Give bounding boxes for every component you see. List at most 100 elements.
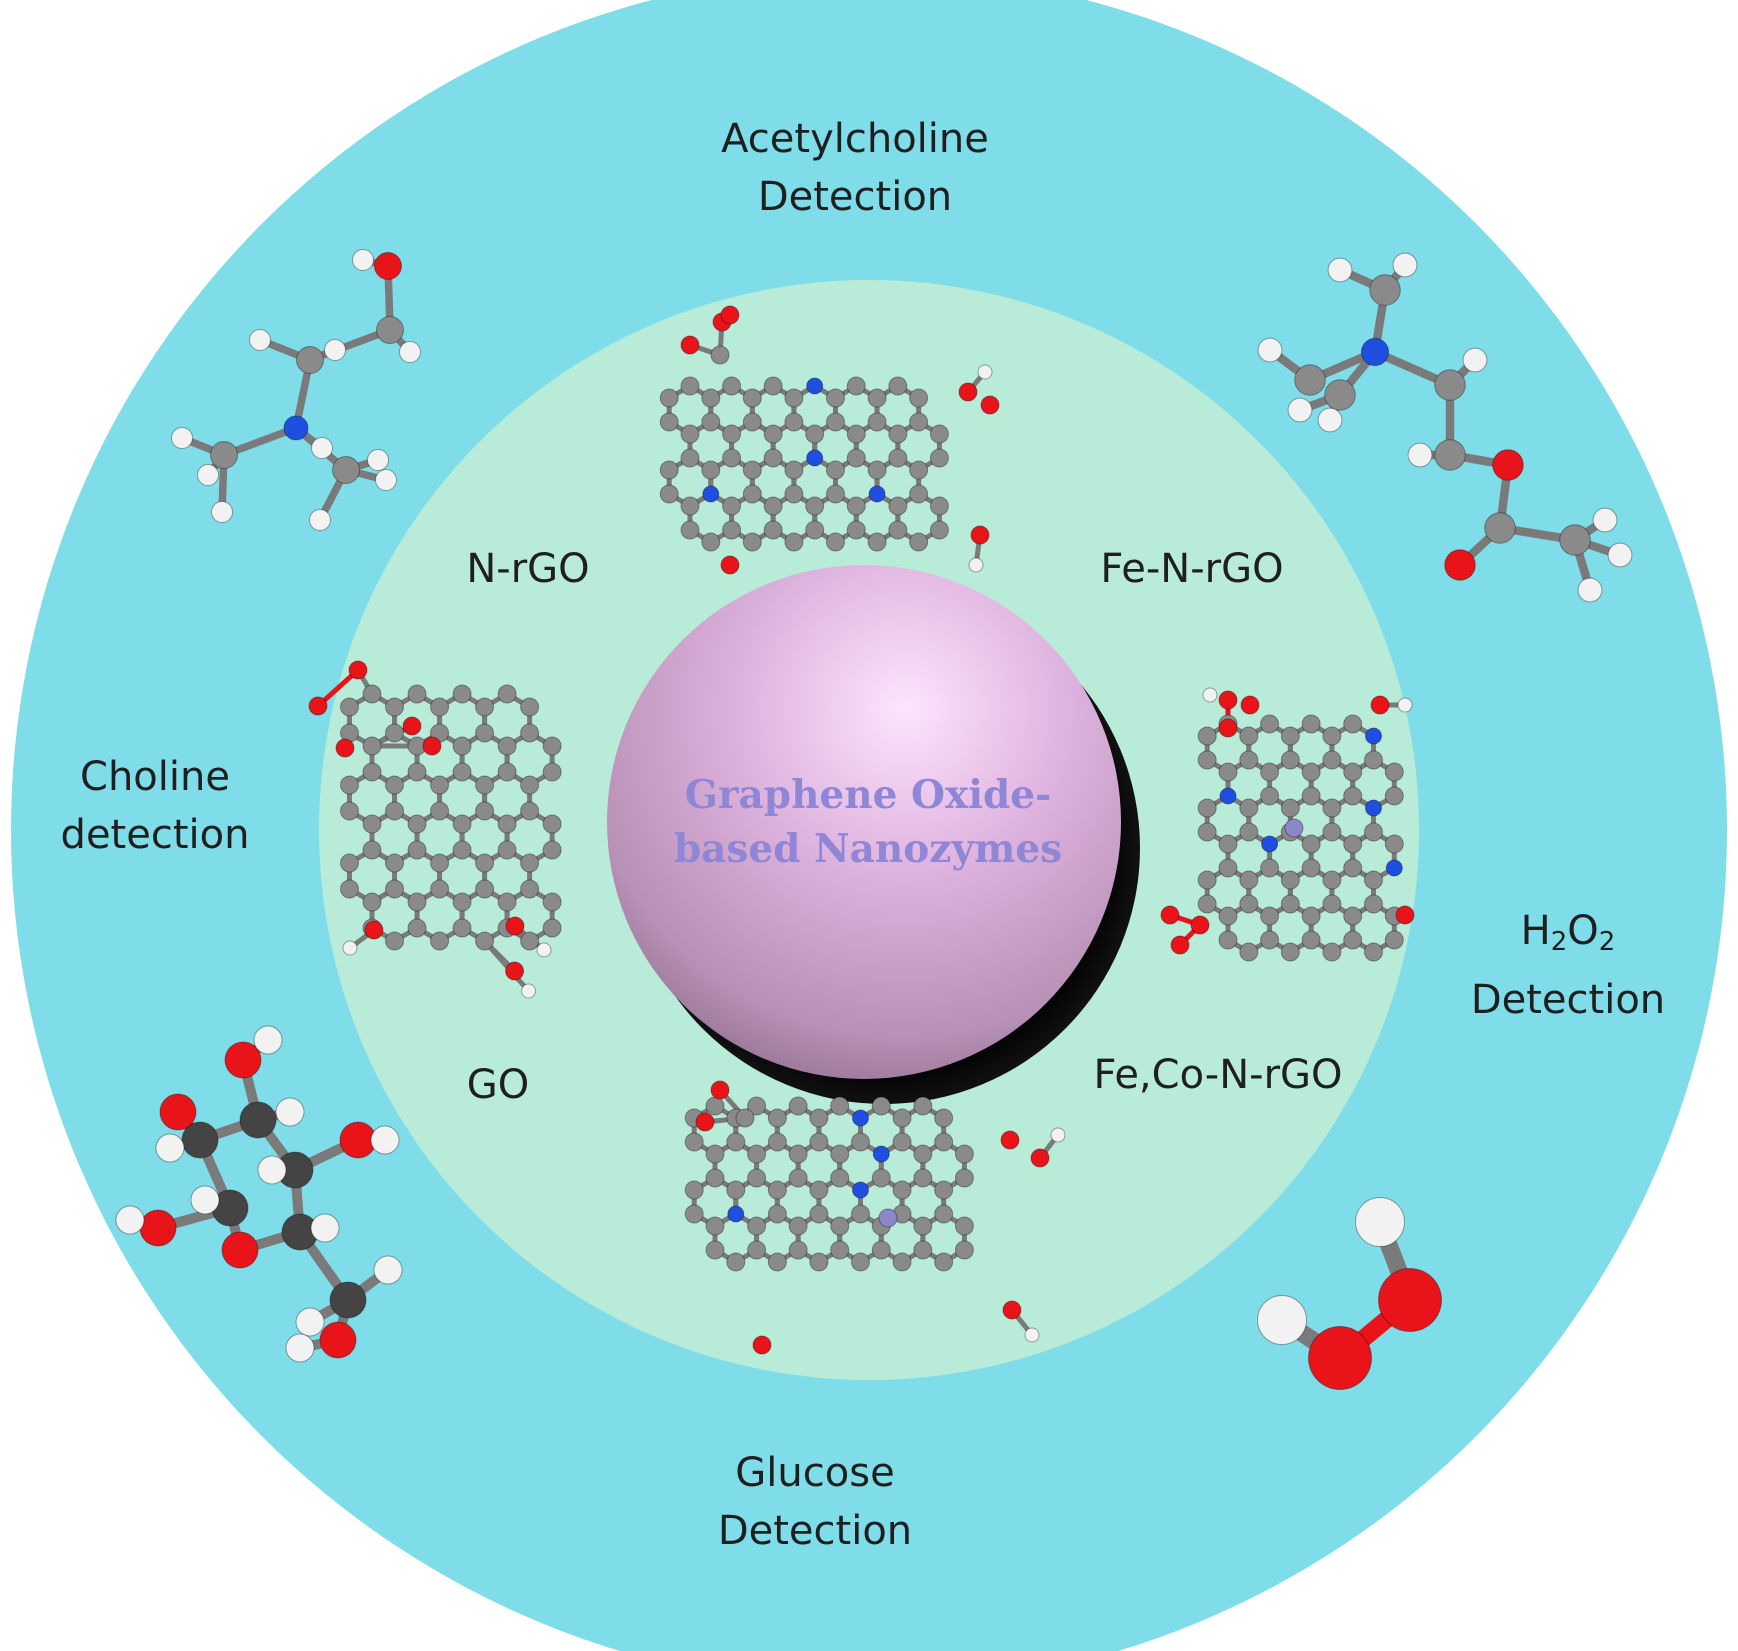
atom-m <box>878 1208 898 1228</box>
atom-c <box>913 1168 933 1188</box>
atom-c <box>1343 786 1363 806</box>
atom-c <box>407 762 427 782</box>
atom-c <box>701 388 721 408</box>
atom-c <box>867 532 887 552</box>
atom-c <box>385 853 405 873</box>
atom-c <box>332 456 360 484</box>
atom-c <box>430 879 450 899</box>
atom-c <box>929 520 949 540</box>
atom-c <box>1280 942 1300 962</box>
fe-co-n-rgo-molecule <box>684 1080 1066 1355</box>
atom-c <box>726 1252 746 1272</box>
atom-h <box>373 1255 403 1285</box>
atom-c <box>784 460 804 480</box>
atom-c <box>809 1132 829 1152</box>
atom-h <box>190 1185 220 1215</box>
atom-c <box>339 853 359 873</box>
go-molecule <box>308 660 562 999</box>
atom-c <box>763 448 783 468</box>
atom-c <box>1322 942 1342 962</box>
atom-n <box>702 485 720 503</box>
atom-c <box>1322 870 1342 890</box>
atom-o <box>1492 449 1524 481</box>
atom-c <box>1384 930 1404 950</box>
atom-c <box>452 892 472 912</box>
atom-c <box>742 388 762 408</box>
atom-c <box>407 892 427 912</box>
atom-c <box>1239 894 1259 914</box>
atom-c <box>763 520 783 540</box>
atom-n <box>1364 799 1382 817</box>
atom-o <box>1395 905 1415 925</box>
atom-c <box>888 376 908 396</box>
atom-h <box>275 1097 305 1127</box>
atom-c <box>934 1108 954 1128</box>
atom-h <box>155 1133 185 1163</box>
atom-h <box>171 427 193 449</box>
atom-c <box>1218 834 1238 854</box>
atom-o <box>348 660 368 680</box>
atom-c <box>339 801 359 821</box>
atom-c <box>520 931 540 951</box>
atom-c <box>680 520 700 540</box>
atom-c <box>659 460 679 480</box>
atom-c <box>1280 726 1300 746</box>
atom-m <box>1284 818 1304 838</box>
atom-c <box>362 892 382 912</box>
atom-c <box>846 376 866 396</box>
atom-c <box>385 697 405 717</box>
atom-c <box>1280 894 1300 914</box>
atom-c <box>1260 762 1280 782</box>
atom-c <box>542 762 562 782</box>
atom-c <box>1280 870 1300 890</box>
atom-c <box>1363 894 1383 914</box>
atom-c <box>913 1240 933 1260</box>
atom-o <box>720 305 740 325</box>
atom-c <box>788 1240 808 1260</box>
atom-c <box>742 460 762 480</box>
atom-c <box>680 448 700 468</box>
atom-c <box>909 532 929 552</box>
atom-c <box>934 1132 954 1152</box>
atom-n <box>868 485 886 503</box>
atom-c <box>1434 369 1466 401</box>
atom-c <box>684 1180 704 1200</box>
atom-c <box>430 775 450 795</box>
atom-c <box>747 1096 767 1116</box>
atom-h <box>1050 1127 1066 1143</box>
atom-c <box>825 388 845 408</box>
atom-c <box>1239 822 1259 842</box>
atom-h <box>1392 252 1418 278</box>
atom-o <box>1160 905 1180 925</box>
atom-c <box>747 1144 767 1164</box>
atom-h <box>257 1155 287 1185</box>
atom-c <box>701 532 721 552</box>
atom-c <box>452 918 472 938</box>
atom-h <box>115 1205 145 1235</box>
label-go: GO <box>466 1062 530 1108</box>
atom-c <box>1260 714 1280 734</box>
atom-c <box>867 460 887 480</box>
atom-o <box>505 916 525 936</box>
atom-c <box>722 448 742 468</box>
atom-o <box>720 555 740 575</box>
atom-c <box>722 376 742 396</box>
atom-c <box>497 840 517 860</box>
atom-c <box>1239 726 1259 746</box>
atom-o <box>224 1041 262 1079</box>
label-choline-detection: Choline detection <box>61 748 250 864</box>
atom-c <box>1322 798 1342 818</box>
atom-c <box>710 345 730 365</box>
atom-c <box>735 1108 755 1128</box>
atom-c <box>520 879 540 899</box>
atom-c <box>407 684 427 704</box>
atom-c <box>1363 870 1383 890</box>
atom-c <box>475 775 495 795</box>
atom-h <box>310 1213 340 1243</box>
atom-c <box>452 684 472 704</box>
atom-c <box>520 801 540 821</box>
atom-c <box>867 412 887 432</box>
atom-h <box>1024 1327 1040 1343</box>
atom-c <box>452 736 472 756</box>
atom-c <box>430 801 450 821</box>
